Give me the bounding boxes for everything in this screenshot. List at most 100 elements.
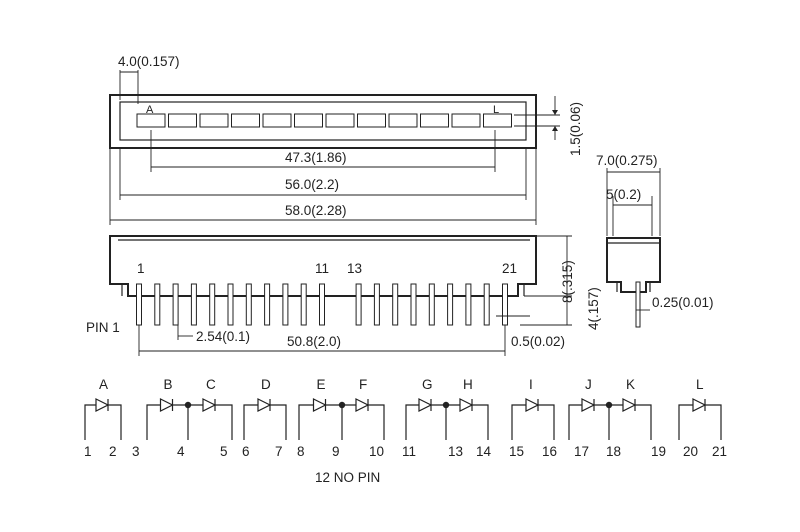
front-pin-21 <box>502 283 508 326</box>
top-view-outer-body <box>109 94 537 149</box>
dim-body-text: 56.0(2.2) <box>285 177 339 192</box>
diode-label-l: L <box>696 377 704 392</box>
schematic-pin-9: 9 <box>332 444 340 459</box>
dim-seg-text: 1.5(0.06) <box>568 102 583 156</box>
diode-e-triangle <box>312 398 327 412</box>
no-pin-note: 12 NO PIN <box>315 470 380 485</box>
diode-label-h: H <box>463 377 473 392</box>
pin-label-21: 21 <box>502 261 517 276</box>
segment-window-j <box>420 113 449 128</box>
diode-label-d: D <box>261 377 271 392</box>
segment-window-b <box>168 113 197 128</box>
front-pin-18 <box>447 283 454 326</box>
schematic-pin-11: 11 <box>402 444 416 459</box>
front-pin-14 <box>373 283 380 326</box>
schematic-pin-16: 16 <box>542 444 557 459</box>
side-view-pin <box>635 281 641 328</box>
diode-g-triangle <box>418 398 433 412</box>
diode-i-triangle <box>525 398 540 412</box>
diode-c-triangle <box>202 398 217 412</box>
diode-k-triangle <box>622 398 637 412</box>
diode-label-k: K <box>626 377 635 392</box>
wire-gh <box>405 404 489 440</box>
segment-window-l <box>483 113 512 128</box>
schematic-pin-20: 20 <box>683 444 698 459</box>
front-pin-19 <box>465 283 472 326</box>
schematic-pin-7: 7 <box>275 444 283 459</box>
wire-l <box>678 404 722 440</box>
junction-gh <box>442 401 450 409</box>
schematic-pin-10: 10 <box>369 444 384 459</box>
segment-window-c <box>199 113 229 128</box>
diode-label-c: C <box>206 377 216 392</box>
front-pin-11 <box>319 283 325 326</box>
wire-a <box>84 404 122 440</box>
schematic-pin-3: 3 <box>132 444 140 459</box>
front-pin-1 <box>136 283 142 326</box>
dim-pin-width-text: 0.5(0.02) <box>511 334 565 349</box>
diode-f-triangle <box>355 398 370 412</box>
pin-label-11: 11 <box>315 261 329 276</box>
diode-label-g: G <box>422 377 433 392</box>
side-view-body <box>606 237 661 293</box>
top-view-inner-window <box>119 101 527 141</box>
dim-seg-arrowhead-top <box>552 110 558 115</box>
junction-bc <box>184 401 192 409</box>
front-pin-20 <box>483 283 490 326</box>
diode-b-triangle <box>159 398 174 412</box>
pin-label-13: 13 <box>347 261 362 276</box>
segment-window-d <box>231 113 260 128</box>
front-pin-7 <box>245 283 252 326</box>
junction-jk <box>605 401 613 409</box>
dim-offset-text: 4.0(0.157) <box>118 54 180 69</box>
front-pin-6 <box>227 283 234 326</box>
front-pin-8 <box>264 283 271 326</box>
schematic-pin-6: 6 <box>242 444 250 459</box>
segment-windows <box>136 113 512 128</box>
schematic-pin-13: 13 <box>448 444 463 459</box>
front-pin-15 <box>392 283 399 326</box>
dim-pin-thickness-text: 0.25(0.01) <box>652 295 714 310</box>
segment-window-k <box>451 113 481 128</box>
schematic-pin-4: 4 <box>177 444 185 459</box>
dim-pitch-text: 2.54(0.1) <box>196 329 250 344</box>
top-view: A L 4.0(0.157) 1.5(0.06) 47.3(1.86) 56.0… <box>109 54 583 225</box>
front-view-body <box>109 235 537 297</box>
schematic-pin-15: 15 <box>509 444 524 459</box>
diode-l-triangle <box>692 398 707 412</box>
dim-inner-depth-text: 5(0.2) <box>606 187 641 202</box>
wire-bc <box>146 404 233 440</box>
segment-window-i <box>388 113 418 128</box>
front-pin-5 <box>209 283 216 326</box>
diode-h-triangle <box>459 398 474 412</box>
wire-d <box>243 404 287 440</box>
segment-label-a: A <box>146 104 154 116</box>
front-pin-17 <box>428 283 435 326</box>
schematic-pin-18: 18 <box>606 444 621 459</box>
diode-label-a: A <box>99 377 108 392</box>
wire-jk <box>568 404 652 440</box>
dim-span-text: 50.8(2.0) <box>287 334 341 349</box>
front-pin-13 <box>355 283 362 326</box>
segment-window-e <box>262 113 292 128</box>
front-pin-16 <box>410 283 417 326</box>
schematic-pin-8: 8 <box>297 444 305 459</box>
junction-ef <box>338 401 346 409</box>
side-view: 7.0(0.275) 5(0.2) 0.25(0.01) <box>596 153 714 328</box>
schematic-pin-21: 21 <box>712 444 727 459</box>
diode-label-j: J <box>585 377 592 392</box>
segment-window-f <box>294 113 323 128</box>
diode-label-f: F <box>359 377 367 392</box>
segment-window-h <box>357 113 386 128</box>
schematic-pin-14: 14 <box>476 444 492 459</box>
dim-overall-text: 58.0(2.28) <box>285 203 347 218</box>
segment-label-l: L <box>493 104 499 116</box>
dim-inner-text: 47.3(1.86) <box>285 150 347 165</box>
front-pin-4 <box>190 283 197 326</box>
front-pin-3 <box>172 283 179 326</box>
diode-j-triangle <box>581 398 596 412</box>
dim-depth-text: 7.0(0.275) <box>596 153 658 168</box>
diode-label-i: I <box>529 377 533 392</box>
front-view-pins <box>136 283 508 326</box>
